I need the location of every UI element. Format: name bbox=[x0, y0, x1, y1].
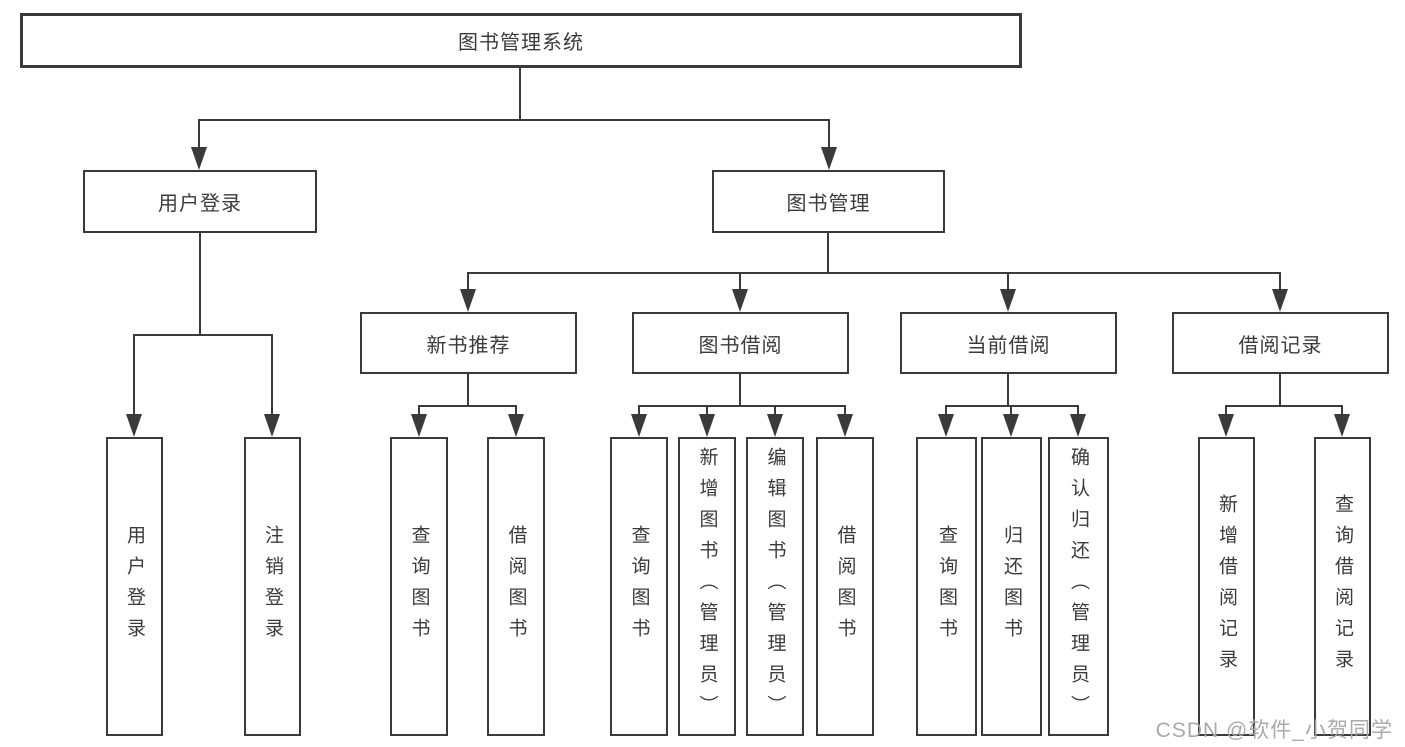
leaf-label: 新增借阅记录 bbox=[1216, 493, 1237, 680]
node-book-management-label: 图书管理 bbox=[786, 193, 871, 215]
arrowhead-down-icon bbox=[126, 414, 142, 437]
leaf-current-query-book: 查询图书 bbox=[916, 437, 977, 736]
connector-line bbox=[1225, 405, 1227, 417]
node-book-borrow-label: 图书借阅 bbox=[698, 334, 783, 357]
node-borrow-record: 借阅记录 bbox=[1172, 312, 1389, 374]
arrowhead-down-icon bbox=[699, 414, 715, 437]
connector-line bbox=[1279, 374, 1281, 407]
arrowhead-down-icon bbox=[837, 414, 853, 437]
leaf-add-book-admin: 新增图书（管理员） bbox=[678, 437, 736, 736]
connector-line bbox=[271, 334, 273, 416]
arrowhead-down-icon bbox=[1272, 289, 1288, 312]
connector-line bbox=[1007, 374, 1009, 407]
node-user-login-label: 用户登录 bbox=[158, 193, 242, 215]
csdn-watermark: CSDN @软件_小贺同学 bbox=[1155, 719, 1393, 742]
node-current-borrow-label: 当前借阅 bbox=[966, 334, 1051, 357]
arrowhead-down-icon bbox=[191, 147, 207, 170]
node-root: 图书管理系统 bbox=[20, 13, 1022, 68]
node-book-management: 图书管理 bbox=[712, 170, 945, 233]
connector-line bbox=[828, 119, 830, 151]
connector-line bbox=[418, 405, 517, 407]
arrowhead-down-icon bbox=[460, 289, 476, 312]
arrowhead-down-icon bbox=[411, 414, 427, 437]
connector-line bbox=[1010, 405, 1012, 417]
connector-line bbox=[133, 334, 273, 336]
connector-line bbox=[515, 405, 517, 417]
arrowhead-down-icon bbox=[732, 289, 748, 312]
arrowhead-down-icon bbox=[821, 147, 837, 170]
connector-line bbox=[739, 272, 741, 292]
arrowhead-down-icon bbox=[1334, 414, 1350, 437]
node-new-book-recommend-label: 新书推荐 bbox=[426, 334, 511, 357]
arrowhead-down-icon bbox=[1000, 289, 1016, 312]
leaf-label: 借阅图书 bbox=[834, 524, 856, 649]
connector-line bbox=[133, 334, 135, 416]
leaf-confirm-return-admin: 确认归还（管理员） bbox=[1048, 437, 1109, 736]
connector-line bbox=[467, 272, 469, 292]
node-root-label: 图书管理系统 bbox=[458, 32, 584, 54]
connector-line bbox=[1279, 272, 1281, 292]
connector-line bbox=[638, 405, 846, 407]
connector-line bbox=[467, 272, 1281, 274]
leaf-label: 编辑图书（管理员） bbox=[764, 447, 786, 726]
arrowhead-down-icon bbox=[631, 414, 647, 437]
leaf-label: 注销登录 bbox=[262, 524, 283, 649]
arrowhead-down-icon bbox=[767, 414, 783, 437]
node-borrow-record-label: 借阅记录 bbox=[1238, 334, 1323, 357]
connector-line bbox=[1007, 272, 1009, 292]
leaf-query-borrow-record: 查询借阅记录 bbox=[1314, 437, 1371, 736]
connector-line bbox=[945, 405, 947, 417]
connector-line bbox=[198, 119, 830, 121]
connector-line bbox=[638, 405, 640, 417]
leaf-user-login: 用户登录 bbox=[106, 437, 163, 736]
connector-line bbox=[706, 405, 708, 417]
leaf-label: 借阅图书 bbox=[505, 524, 527, 649]
connector-line bbox=[519, 67, 521, 121]
connector-line bbox=[1225, 405, 1343, 407]
leaf-label: 查询借阅记录 bbox=[1332, 493, 1353, 680]
leaf-recommend-borrow-book: 借阅图书 bbox=[487, 437, 545, 736]
leaf-label: 确认归还（管理员） bbox=[1068, 447, 1089, 726]
leaf-add-borrow-record: 新增借阅记录 bbox=[1198, 437, 1255, 736]
connector-line bbox=[418, 405, 420, 417]
arrowhead-down-icon bbox=[1003, 414, 1019, 437]
node-new-book-recommend: 新书推荐 bbox=[360, 312, 577, 374]
connector-line bbox=[945, 405, 1079, 407]
leaf-recommend-query-book: 查询图书 bbox=[390, 437, 448, 736]
node-user-login: 用户登录 bbox=[83, 170, 317, 233]
connector-line bbox=[1077, 405, 1079, 417]
connector-line bbox=[739, 374, 741, 407]
arrowhead-down-icon bbox=[1070, 414, 1086, 437]
node-book-borrow: 图书借阅 bbox=[632, 312, 849, 374]
connector-line bbox=[467, 374, 469, 407]
leaf-label: 新增图书（管理员） bbox=[696, 447, 718, 726]
arrowhead-down-icon bbox=[938, 414, 954, 437]
connector-line bbox=[199, 233, 201, 336]
leaf-return-book: 归还图书 bbox=[981, 437, 1042, 736]
connector-line bbox=[774, 405, 776, 417]
leaf-logout: 注销登录 bbox=[244, 437, 301, 736]
leaf-label: 归还图书 bbox=[1001, 524, 1022, 649]
connector-line bbox=[198, 119, 200, 151]
arrowhead-down-icon bbox=[264, 414, 280, 437]
leaf-label: 查询图书 bbox=[936, 524, 957, 649]
node-current-borrow: 当前借阅 bbox=[900, 312, 1117, 374]
leaf-borrow-query-book: 查询图书 bbox=[610, 437, 668, 736]
leaf-edit-book-admin: 编辑图书（管理员） bbox=[746, 437, 804, 736]
leaf-label: 用户登录 bbox=[124, 524, 145, 649]
connector-line bbox=[1341, 405, 1343, 417]
leaf-label: 查询图书 bbox=[628, 524, 650, 649]
leaf-label: 查询图书 bbox=[408, 524, 430, 649]
connector-line bbox=[827, 233, 829, 274]
connector-line bbox=[844, 405, 846, 417]
arrowhead-down-icon bbox=[508, 414, 524, 437]
arrowhead-down-icon bbox=[1218, 414, 1234, 437]
leaf-borrow-book: 借阅图书 bbox=[816, 437, 874, 736]
